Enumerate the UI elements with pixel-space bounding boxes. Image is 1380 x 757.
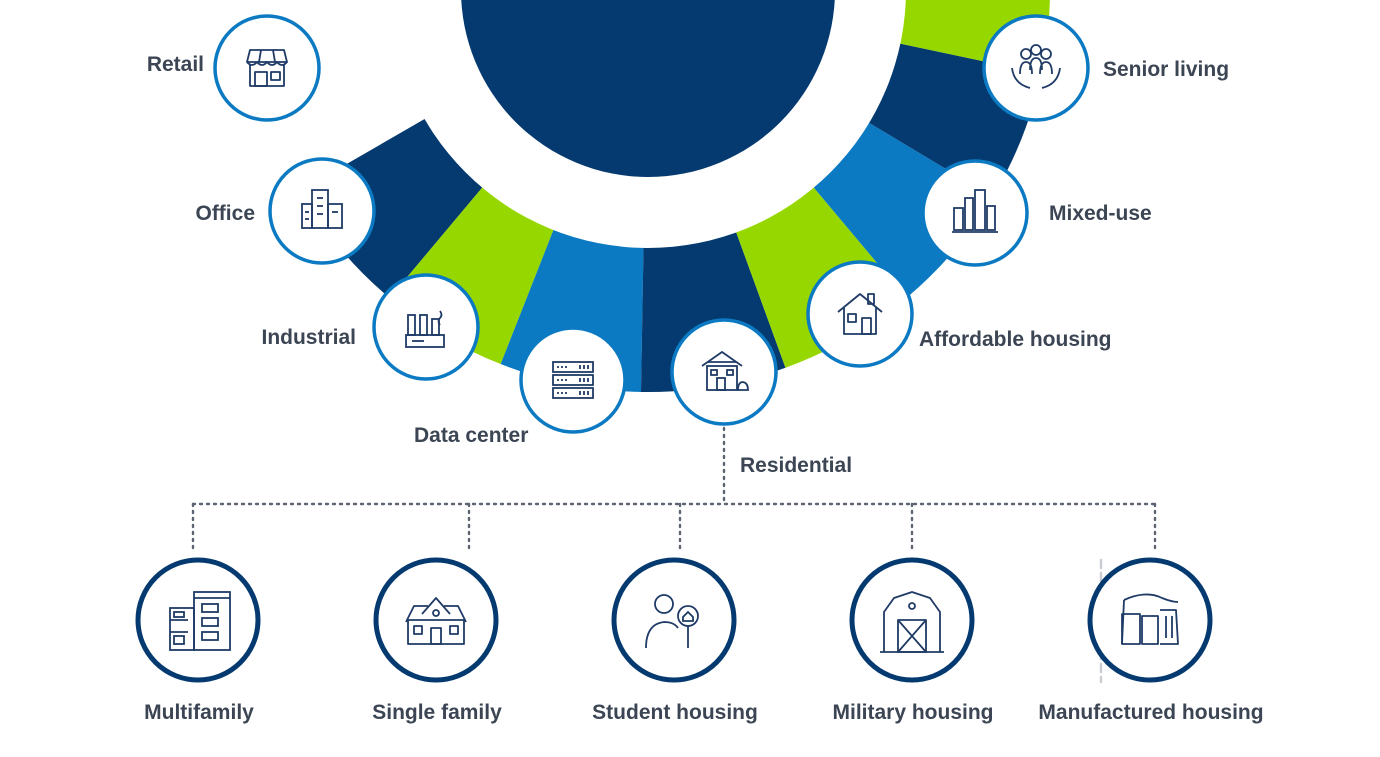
affordable-housing-icon-circle bbox=[806, 260, 914, 368]
people-in-hands-icon bbox=[1011, 44, 1061, 89]
multifamily-icon-circle bbox=[135, 557, 261, 683]
storefront-icon bbox=[246, 49, 288, 87]
sector-data-center[interactable] bbox=[519, 326, 627, 434]
label-office: Office bbox=[195, 202, 255, 225]
student-magnifier-icon bbox=[645, 594, 699, 649]
office-building-icon bbox=[301, 189, 343, 229]
wheel-center-disc bbox=[461, 0, 835, 177]
single-family-house-icon bbox=[405, 597, 467, 645]
label-residential: Residential bbox=[740, 454, 853, 477]
retail-icon-circle bbox=[213, 14, 321, 122]
label-mixed-use: Mixed-use bbox=[1049, 202, 1152, 225]
residential-house-icon bbox=[701, 350, 749, 391]
server-rack-icon bbox=[552, 361, 594, 399]
sector-mixed-use[interactable] bbox=[921, 159, 1029, 267]
label-multifamily: Multifamily bbox=[144, 701, 254, 724]
residential-type-manufactured-housing[interactable] bbox=[1087, 557, 1213, 683]
manufactured-housing-icon-circle bbox=[1087, 557, 1213, 683]
label-industrial: Industrial bbox=[261, 326, 356, 349]
residential-type-multifamily[interactable] bbox=[135, 557, 261, 683]
home-icon bbox=[837, 293, 883, 335]
barracks-barn-icon bbox=[880, 591, 944, 653]
manufactured-home-icon bbox=[1121, 593, 1179, 645]
label-single-family: Single family bbox=[372, 701, 502, 724]
label-affordable-housing: Affordable housing bbox=[919, 328, 1112, 351]
label-manufactured-housing: Manufactured housing bbox=[1038, 701, 1264, 724]
student-housing-icon-circle bbox=[611, 557, 737, 683]
sector-affordable-housing[interactable] bbox=[806, 260, 914, 368]
label-senior-living: Senior living bbox=[1103, 58, 1230, 81]
label-data-center: Data center bbox=[414, 424, 529, 447]
sector-industrial[interactable] bbox=[372, 273, 480, 381]
senior-living-icon-circle bbox=[982, 14, 1090, 122]
data-center-icon-circle bbox=[519, 326, 627, 434]
label-student-housing: Student housing bbox=[592, 701, 758, 724]
office-icon-circle bbox=[268, 157, 376, 265]
label-military-housing: Military housing bbox=[832, 701, 994, 724]
label-retail: Retail bbox=[146, 53, 204, 76]
industrial-icon-circle bbox=[372, 273, 480, 381]
sector-office[interactable] bbox=[268, 157, 376, 265]
residential-icon-circle bbox=[670, 318, 778, 426]
sector-senior-living[interactable] bbox=[982, 14, 1090, 122]
residential-type-single-family[interactable] bbox=[373, 557, 499, 683]
sector-retail[interactable] bbox=[213, 14, 321, 122]
city-buildings-icon bbox=[952, 189, 998, 233]
apartment-building-icon bbox=[169, 591, 231, 651]
sector-residential[interactable] bbox=[670, 318, 778, 426]
residential-type-military-housing[interactable] bbox=[849, 557, 975, 683]
factory-icon bbox=[405, 310, 445, 348]
residential-type-student-housing[interactable] bbox=[611, 557, 737, 683]
